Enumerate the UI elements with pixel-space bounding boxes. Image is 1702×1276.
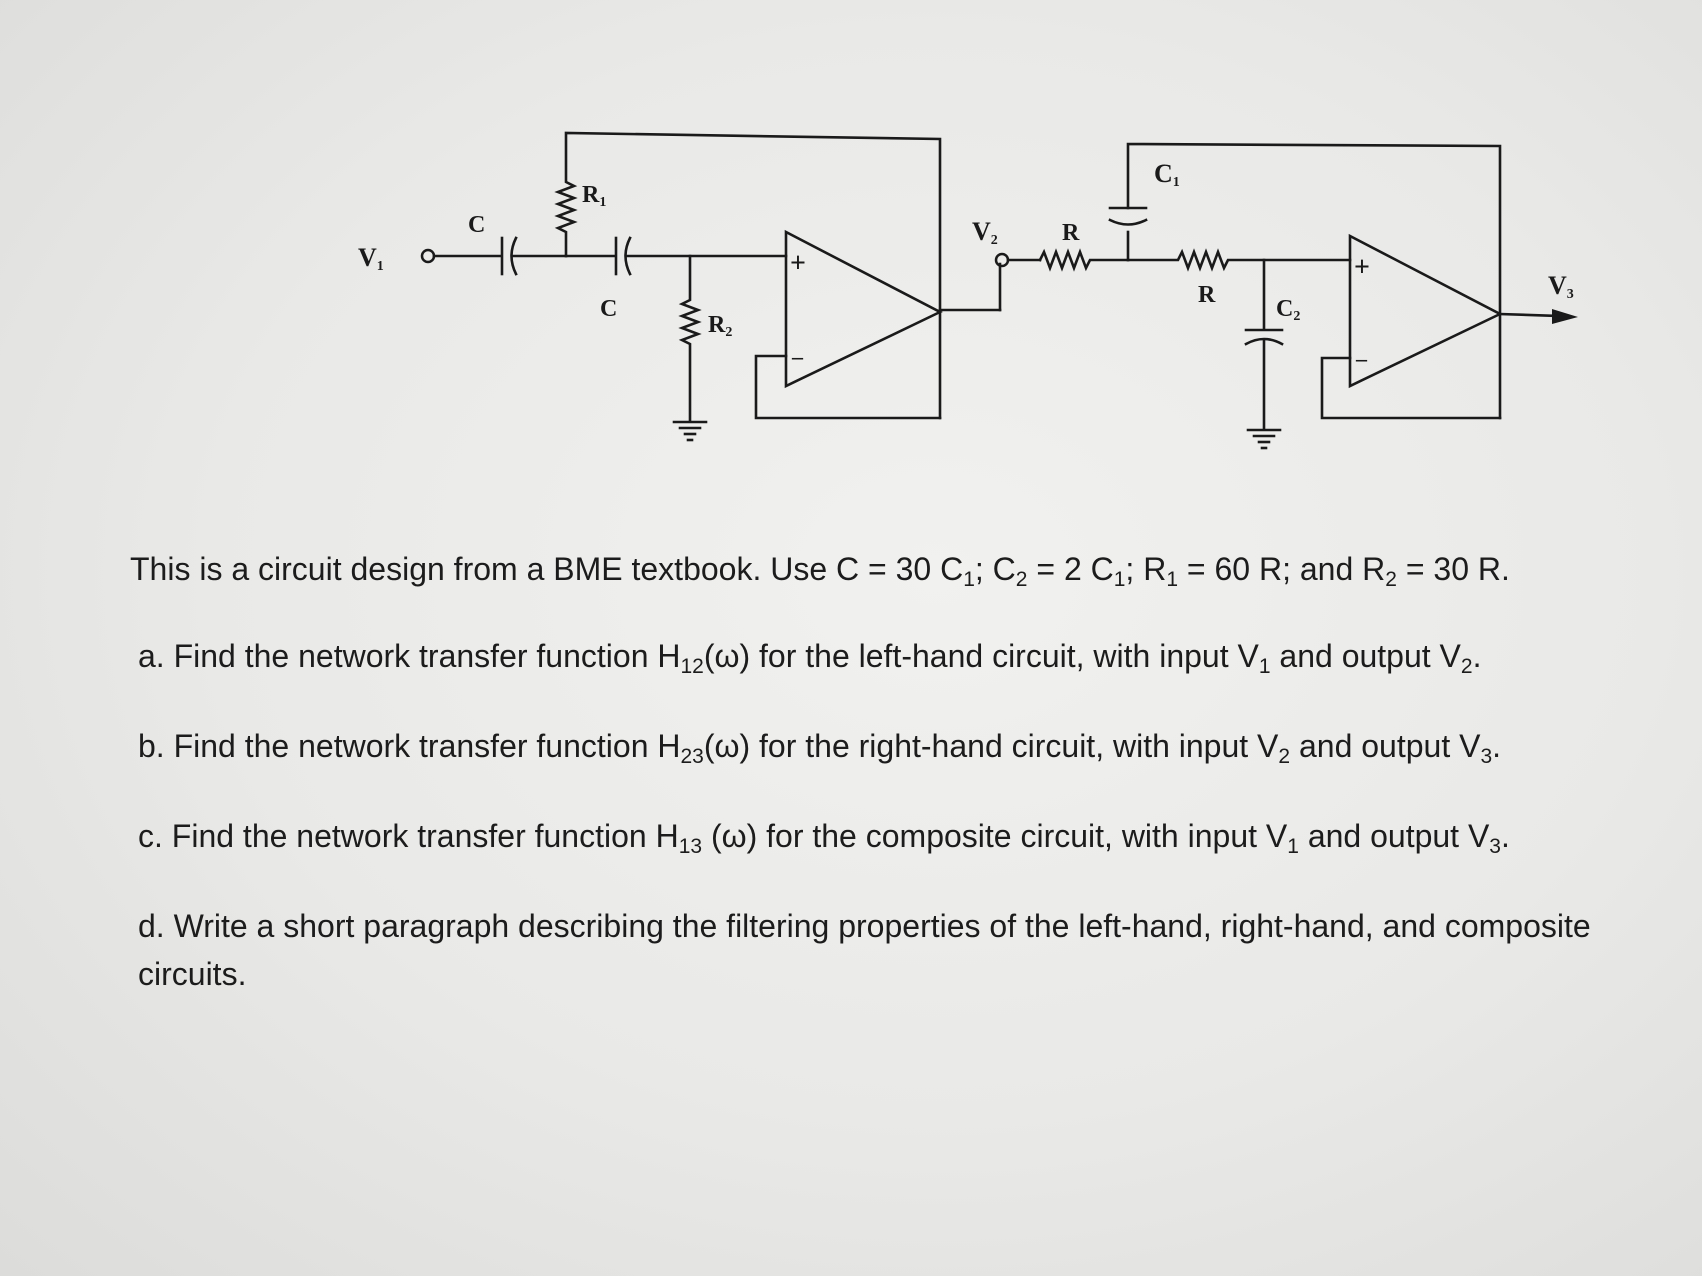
label-plus-left: + — [790, 248, 806, 279]
capacitor-c1 — [1108, 206, 1148, 226]
problem-intro: This is a circuit design from a BME text… — [130, 551, 1510, 591]
circuit-diagram: V1 C R1 C R2 + – V2 R C1 R C2 + – V3 — [358, 131, 1578, 450]
label-c1: C1 — [1154, 159, 1180, 190]
label-r2: R2 — [708, 312, 732, 340]
label-minus-left: – — [791, 344, 804, 369]
problem-text: This is a circuit design from a BME text… — [130, 548, 1670, 1040]
label-c-mid: C — [600, 296, 617, 322]
label-minus-right: – — [1355, 346, 1368, 371]
label-v3: V3 — [1548, 271, 1574, 302]
question-a: a. Find the network transfer function H1… — [138, 638, 1482, 678]
label-v2: V2 — [972, 217, 998, 248]
feedback-left — [754, 354, 942, 420]
output-arrow-icon — [1552, 309, 1578, 324]
resistor-r-mid — [1126, 248, 1352, 272]
v2-terminal — [994, 252, 1010, 268]
feedback-right — [1320, 356, 1502, 420]
label-v1: V1 — [358, 243, 384, 274]
opamp-right — [1348, 233, 1503, 389]
ground-left-icon — [672, 420, 708, 442]
label-c2: C2 — [1276, 296, 1300, 324]
resistor-r1 — [554, 131, 942, 420]
feedback-c1 — [1126, 142, 1502, 420]
ground-right-icon — [1246, 428, 1282, 450]
label-r-mid: R — [1198, 282, 1216, 308]
question-b: b. Find the network transfer function H2… — [138, 728, 1502, 768]
opamp-left — [784, 229, 943, 389]
label-c-left: C — [468, 212, 485, 238]
question-c: c. Find the network transfer function H1… — [138, 818, 1510, 858]
output-right-wire — [1498, 312, 1562, 318]
resistor-r-top — [1038, 248, 1130, 272]
label-plus-right: + — [1354, 252, 1370, 283]
question-d: d. Write a short paragraph describing th… — [138, 908, 1591, 992]
label-r-top: R — [1062, 220, 1080, 246]
v1-terminal — [420, 248, 436, 264]
resistor-r2 — [678, 254, 702, 422]
label-r1: R1 — [582, 182, 606, 210]
